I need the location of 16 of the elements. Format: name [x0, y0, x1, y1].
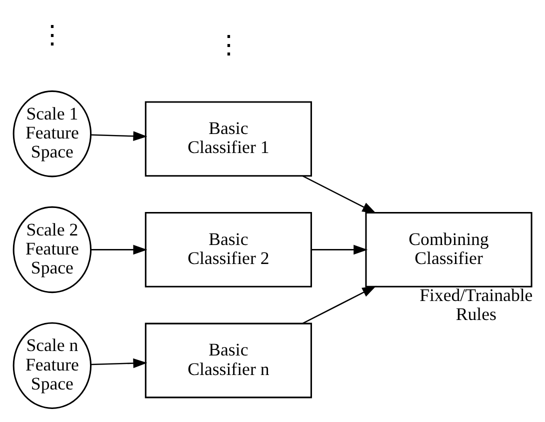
node-box: Basic Classifier 1	[144, 101, 312, 177]
arrow	[91, 358, 148, 368]
arrow	[91, 131, 148, 142]
arrow	[302, 176, 376, 214]
label: ⋮	[40, 20, 65, 50]
node-label: Fixed/Trainable Rules	[420, 284, 533, 324]
node-circle: Scale 1 Feature Space	[12, 90, 92, 178]
node-circle: Scale n Feature Space	[12, 322, 92, 409]
arrow	[302, 286, 376, 324]
node-box: Combining Classifier	[365, 212, 532, 288]
node-box: Basic Classifier n	[144, 322, 312, 398]
node-box: Basic Classifier 2	[144, 212, 312, 288]
arrow	[311, 244, 368, 255]
label: ⋮	[216, 30, 241, 60]
node-circle: Scale 2 Feature Space	[12, 206, 92, 294]
arrow	[91, 244, 148, 255]
